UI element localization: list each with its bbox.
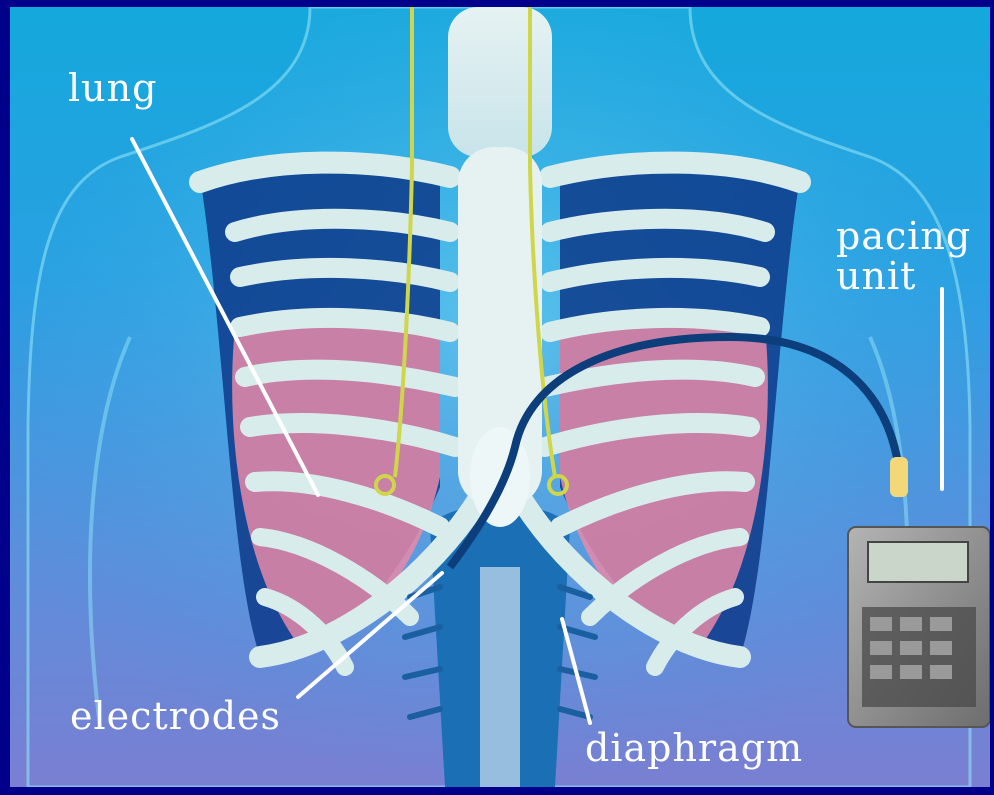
- cable-connector: [890, 457, 908, 497]
- electrodes-label: electrodes: [70, 697, 281, 737]
- pacing-unit-label: pacing unit: [836, 217, 971, 297]
- pacing-illustration: lung pacing unit electrodes diaphragm: [10, 7, 990, 787]
- pacing-unit-device: [848, 527, 990, 727]
- pacing-unit-label-line2: unit: [836, 257, 971, 297]
- diaphragm-label: diaphragm: [585, 729, 803, 769]
- anatomy-illustration: [10, 7, 990, 787]
- lung-label: lung: [68, 69, 157, 109]
- pacing-unit-label-line1: pacing: [836, 217, 971, 257]
